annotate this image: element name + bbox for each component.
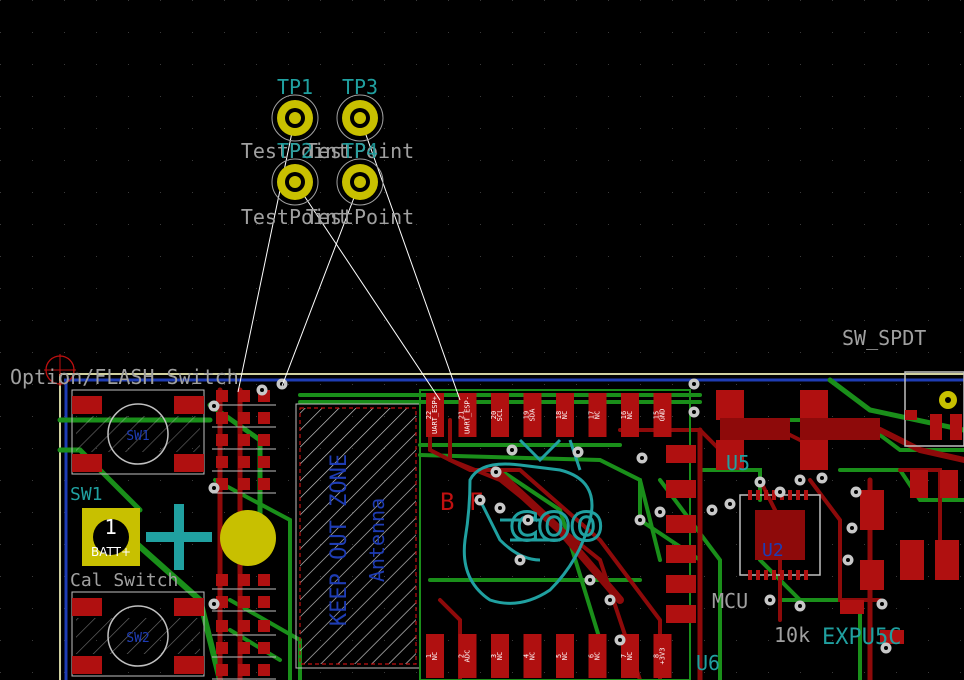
pin-name: NC	[561, 652, 569, 660]
pin-number: 16	[620, 411, 628, 419]
tp-value-label: TestPoint	[306, 205, 414, 229]
u6-ref: U6	[696, 651, 720, 675]
mcu-label: MCU	[712, 589, 748, 613]
sw1-ref: SW1	[70, 484, 103, 505]
option-flash-label: Option/FLASH Switch	[10, 365, 239, 389]
board-outline	[44, 354, 964, 680]
antenna-label: Antenna	[365, 498, 389, 582]
tp-ref-label: TP3	[342, 75, 378, 99]
pin-number: 4	[523, 654, 531, 658]
keep-out-label: KEEP OUT ZONE	[327, 454, 352, 626]
module-pin-6[interactable]: NC6	[588, 634, 607, 678]
pin-number: 20	[490, 411, 498, 419]
pin-name: NC	[626, 652, 634, 660]
tp-ref-label: TP1	[277, 75, 313, 99]
pin-number: 6	[588, 654, 596, 658]
tp-ref-label: TP4	[342, 139, 378, 163]
tp-ref-label: TP2	[277, 139, 313, 163]
pin-name: +3V3	[659, 648, 667, 665]
u2-fab-label: U2	[762, 540, 784, 561]
module-pin-7[interactable]: NC7	[620, 634, 639, 678]
vias	[208, 378, 892, 654]
pin-number: 2	[458, 654, 466, 658]
pin-number: 18	[555, 411, 563, 419]
pin-name: NC	[626, 411, 634, 419]
pin-name: SCL	[496, 409, 504, 422]
batt-pad[interactable]: 1 BATT+	[82, 508, 140, 566]
pin-name: UART_ESP-	[464, 396, 472, 434]
tp-value-label: TestPoint	[241, 205, 349, 229]
pin-name: SDA	[529, 408, 537, 421]
keep-out-zone: KEEP OUT ZONE Antenna	[295, 403, 421, 669]
u5-ref: U5	[726, 451, 750, 475]
module-pin-22[interactable]: UART_ESP+22	[425, 393, 444, 437]
module-pin-4[interactable]: NC4	[523, 634, 542, 678]
pin-number: 3	[490, 654, 498, 658]
pin-number: 5	[555, 654, 563, 658]
sw1-fab-label: SW1	[126, 429, 149, 444]
resistor-value: 10k	[774, 623, 810, 647]
module-pin-21[interactable]: UART_ESP-21	[458, 393, 477, 437]
sw1-switch[interactable]: SW1	[71, 389, 205, 475]
sw2-switch[interactable]: SW2	[71, 591, 205, 677]
pin-name: GND	[659, 409, 667, 422]
pin-number: 1	[425, 654, 433, 658]
pin-number: 22	[425, 411, 433, 419]
pin-number: 19	[523, 411, 531, 419]
pin-number: 7	[620, 654, 628, 658]
cross-mark	[146, 504, 212, 570]
ratsnest	[237, 117, 461, 401]
round-pad[interactable]	[220, 510, 276, 566]
batt-pad-number: 1	[105, 515, 118, 539]
pin-name: NC	[594, 652, 602, 660]
batt-pad-label: BATT+	[91, 545, 131, 559]
pin-name: NC	[561, 411, 569, 419]
pin-name: NC	[496, 652, 504, 660]
test-points: TP1TestPointTP3TestPointTP2TestPointTP4T…	[241, 75, 414, 229]
pin-number: 21	[458, 411, 466, 419]
sw2-fab-label: SW2	[126, 631, 149, 646]
module-pin-1[interactable]: NC1	[425, 634, 444, 678]
pin-number: 15	[653, 411, 661, 419]
right-components	[666, 371, 964, 644]
pin-name: UART_ESP+	[431, 396, 439, 434]
svg-text:COO: COO	[510, 505, 603, 549]
pin-name: NC	[529, 652, 537, 660]
module-pin-5[interactable]: NC5	[555, 634, 574, 678]
logo-artwork: COO	[462, 438, 604, 605]
cal-switch-label: Cal Switch	[70, 570, 178, 591]
pin-name: ADC	[464, 650, 472, 663]
sw-spdt-label: SW_SPDT	[842, 326, 926, 350]
pin-name: NC	[431, 652, 439, 660]
pin-number: 17	[588, 411, 596, 419]
module-pin-3[interactable]: NC3	[490, 634, 509, 678]
module-outline	[419, 389, 691, 680]
pin-number: 8	[653, 654, 661, 658]
pin-name: NC	[594, 411, 602, 419]
small-smd-parts	[212, 390, 276, 680]
